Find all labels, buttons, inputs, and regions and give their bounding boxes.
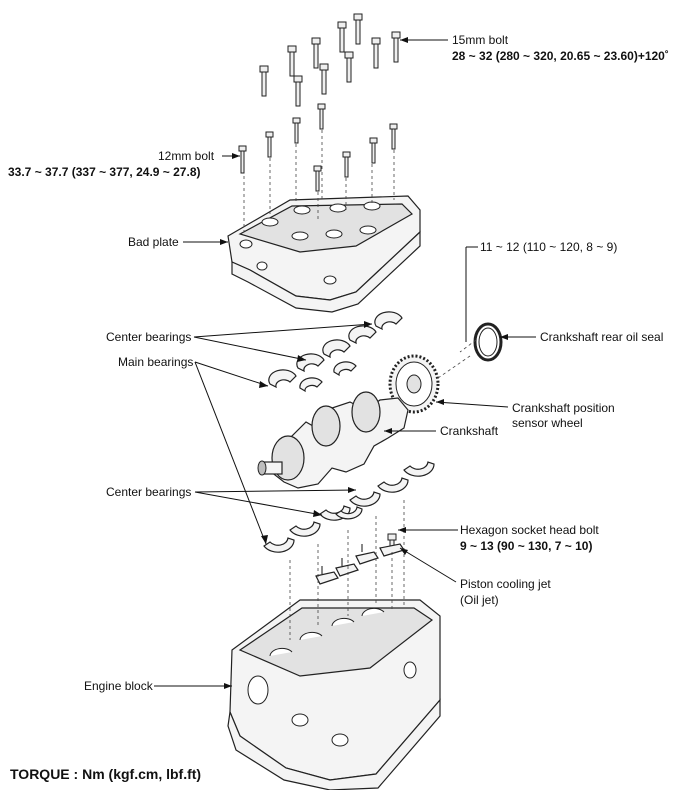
sensor-wheel [388, 354, 471, 414]
label-bed-plate: Bad plate [128, 235, 179, 249]
bed-plate [227, 195, 421, 313]
label-main-bearings: Main bearings [118, 355, 194, 369]
bearings-upper [268, 311, 403, 393]
bolts-15mm [259, 13, 401, 107]
label-bolt-12mm-torque: 33.7 ~ 37.7 (337 ~ 377, 24.9 ~ 27.8) [8, 165, 201, 179]
label-sensor-wheel-line1: Crankshaft position [512, 401, 615, 415]
label-hex-bolt: Hexagon socket head bolt [460, 523, 599, 537]
leader-lines [154, 37, 536, 689]
label-rear-oil-seal: Crankshaft rear oil seal [540, 330, 664, 344]
label-center-bearings-lower: Center bearings [106, 485, 192, 499]
torque-units-note: TORQUE : Nm (kgf.cm, lbf.ft) [10, 766, 202, 782]
bearings-lower [263, 461, 435, 553]
label-piston-jet-line2: (Oil jet) [460, 593, 499, 607]
rear-oil-seal [459, 322, 503, 362]
label-hex-bolt-torque: 9 ~ 13 (90 ~ 130, 7 ~ 10) [460, 539, 593, 553]
label-bolt-15mm-torque: 28 ~ 32 (280 ~ 320, 20.65 ~ 23.60)+120˚ [452, 49, 669, 63]
label-piston-jet-line1: Piston cooling jet [460, 577, 551, 591]
piston-cooling-jets [315, 533, 405, 585]
label-rear-seal-torque: 11 ~ 12 (110 ~ 120, 8 ~ 9) [480, 240, 618, 254]
label-center-bearings-upper: Center bearings [106, 330, 192, 344]
label-engine-block: Engine block [84, 679, 153, 693]
label-bolt-12mm: 12mm bolt [158, 149, 215, 163]
alignment-lines [243, 130, 405, 640]
label-sensor-wheel-line2: sensor wheel [512, 416, 583, 430]
crankshaft [257, 391, 409, 489]
label-bolt-15mm: 15mm bolt [452, 33, 509, 47]
engine-block [227, 599, 441, 790]
bolts-12mm [238, 103, 398, 192]
label-crankshaft: Crankshaft [440, 424, 499, 438]
